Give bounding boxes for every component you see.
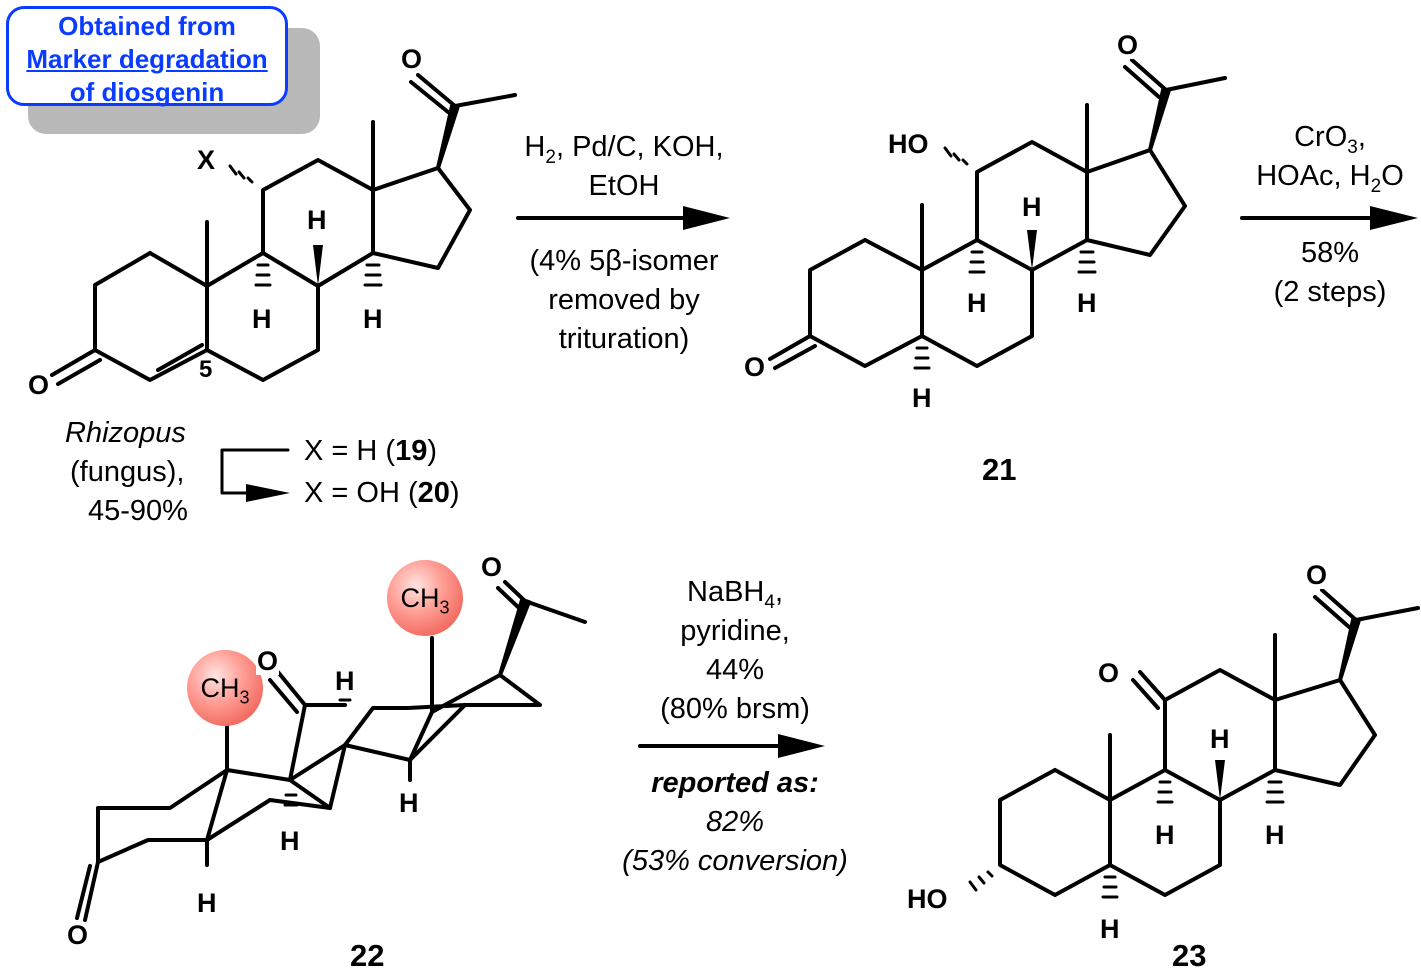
legend-x-oh-prefix: X = OH ( xyxy=(304,477,418,509)
hashed-bonds-19 xyxy=(228,164,383,287)
atom-o-22-c11: O xyxy=(256,646,280,676)
compound-19: 19 xyxy=(395,435,428,467)
step1-line1: H2, Pd/C, KOH, xyxy=(506,128,742,177)
step2-line4: (2 steps) xyxy=(1273,276,1387,308)
atom-h-23-c14: H xyxy=(1264,820,1286,850)
step2-line2: HOAc, H2O xyxy=(1232,157,1421,206)
structure-23 xyxy=(998,588,1420,897)
atom-ho-21: HO xyxy=(887,129,930,159)
ch3-c10-sub: 3 xyxy=(239,687,250,708)
step2-cro-comma: , xyxy=(1357,121,1366,153)
atom-h-21-c14: H xyxy=(1076,288,1098,318)
compound-20: 20 xyxy=(417,477,450,509)
step3-line5: reported as: xyxy=(651,767,819,799)
source-note: Obtained from Marker degradation of dios… xyxy=(6,6,288,107)
step3-line1: NaBH4, xyxy=(596,573,874,622)
atom-o-22-c3: O xyxy=(66,920,90,950)
structure-22 xyxy=(75,580,587,922)
step1-line1-rest: , Pd/C, KOH, xyxy=(555,131,724,163)
atom-h-23-c8: H xyxy=(1209,724,1231,754)
step1-h: H xyxy=(524,131,546,163)
structure-19-20 xyxy=(50,73,517,386)
note-line2: Marker degradation xyxy=(26,44,268,74)
atom-h-21-c9: H xyxy=(966,288,988,318)
step0-line1: Rhizopus xyxy=(65,417,186,449)
atom-h-22-c14: H xyxy=(398,788,420,818)
atom-o-23-acetyl: O xyxy=(1305,560,1329,590)
atom-h-21-c5: H xyxy=(911,383,933,413)
note-line1: Obtained from xyxy=(58,11,236,41)
step1-line2: EtOH xyxy=(588,170,660,202)
hashed-bonds-21 xyxy=(913,146,1097,370)
legend-x-oh: X = OH (20) xyxy=(304,474,460,513)
atom-h-19-c8: H xyxy=(306,205,328,235)
atom-h-23-c9: H xyxy=(1154,820,1176,850)
step2-h2o-sub: 2 xyxy=(1370,175,1382,197)
atom-h-19-c9: H xyxy=(251,304,273,334)
legend-x-oh-close: ) xyxy=(449,477,460,509)
atom-h-23-c5: H xyxy=(1099,914,1121,944)
step2-h2o-o: O xyxy=(1381,160,1404,192)
step2-line1: CrO3, xyxy=(1232,118,1421,167)
step2-cro: CrO xyxy=(1294,121,1348,153)
note-line3: of diosgenin xyxy=(69,77,225,107)
step2-line3: 58% xyxy=(1300,237,1360,269)
step3-nabh-comma: , xyxy=(774,576,783,608)
ch3-c13-ch: CH xyxy=(400,583,440,613)
step3-nabh-sub: 4 xyxy=(764,591,775,613)
ch3-c13-sub: 3 xyxy=(439,597,450,618)
atom-o-19-c3: O xyxy=(27,370,51,400)
atom-h-22-c8: H xyxy=(279,826,301,856)
structure-21 xyxy=(768,58,1227,370)
step2-hoac: HOAc, H xyxy=(1256,160,1371,192)
legend-x-h-prefix: X = H ( xyxy=(304,435,396,467)
step3-line3: 44% xyxy=(705,654,765,686)
atom-o-22-acetyl: O xyxy=(480,552,504,582)
highlight-ch3-c10: CH3 xyxy=(187,650,263,726)
atom-o-23-c11: O xyxy=(1097,658,1121,688)
step3-line2: pyridine, xyxy=(680,615,790,647)
compound-label-23: 23 xyxy=(1172,938,1207,973)
compound-label-22: 22 xyxy=(350,938,385,973)
atom-o-19-acetyl: O xyxy=(400,44,424,74)
legend-x-h-close: ) xyxy=(427,435,437,467)
atom-x-19: X xyxy=(196,145,217,175)
step3-line6: 82% xyxy=(705,806,765,838)
atom-ho-23: HO xyxy=(906,884,949,914)
step1-line5: trituration) xyxy=(558,323,690,355)
step1-h-sub: 2 xyxy=(545,146,556,168)
atom-h-19-c14: H xyxy=(362,304,384,334)
step0-line3: 45-90% xyxy=(88,495,188,527)
step0-line2: (fungus), xyxy=(70,456,185,488)
step3-nabh: NaBH xyxy=(687,576,765,608)
highlight-ch3-c13: CH3 xyxy=(387,560,463,636)
step1-line4: removed by xyxy=(548,284,700,316)
step2-cro-sub: 3 xyxy=(1347,136,1358,158)
step3-line4: (80% brsm) xyxy=(660,693,810,725)
ch3-c10-ch: CH xyxy=(200,673,240,703)
atom-o-21-acetyl: O xyxy=(1116,30,1140,60)
compound-label-21: 21 xyxy=(982,452,1017,487)
legend-x-h: X = H (19) xyxy=(304,432,437,471)
step3-line7: (53% conversion) xyxy=(622,845,848,877)
atom-h-22-c9: H xyxy=(334,666,356,696)
atom-h-21-c8: H xyxy=(1021,192,1043,222)
hashed-bonds-23 xyxy=(968,780,1285,899)
atom-o-21-c3: O xyxy=(743,352,767,382)
atom-label-5: 5 xyxy=(199,356,213,383)
step1-line3: (4% 5β-isomer xyxy=(529,245,719,277)
atom-h-22-c5: H xyxy=(196,888,218,918)
